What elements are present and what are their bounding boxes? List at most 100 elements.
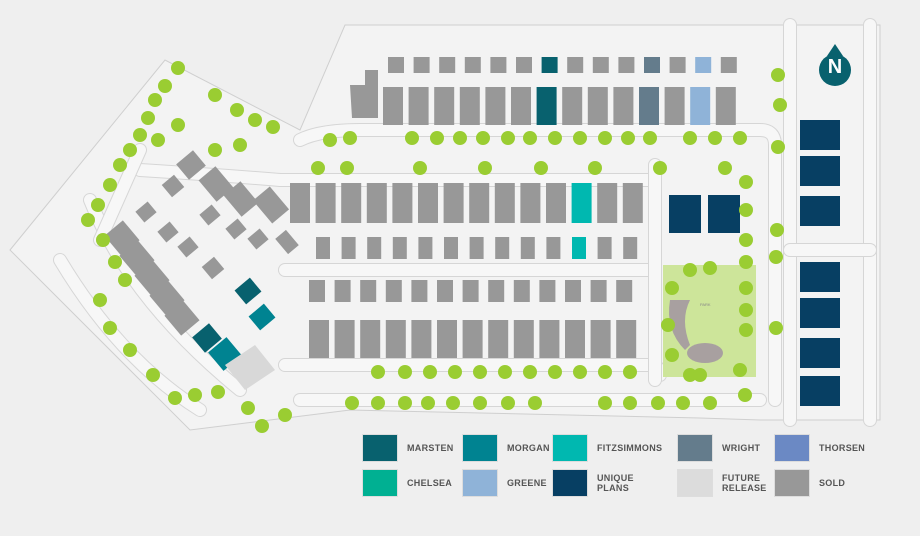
tree-icon <box>158 79 172 93</box>
lot-mid_houses-2 <box>315 183 336 223</box>
lot-unique-east-3 <box>800 196 840 226</box>
lot-top_houses-4 <box>459 87 480 125</box>
lot-unique-center-2 <box>708 195 740 233</box>
tree-icon <box>345 396 359 410</box>
lot-mid_houses-14 <box>622 183 643 223</box>
legend-label: FITZSIMMONS <box>597 443 663 453</box>
lot-top_houses-2 <box>408 87 429 125</box>
lot-west-8 <box>247 228 269 250</box>
tree-icon <box>211 385 225 399</box>
lot-low_garages-6 <box>437 280 453 302</box>
tree-icon <box>398 396 412 410</box>
lot-low_houses-2 <box>334 320 355 358</box>
legend-label: CHELSEA <box>407 478 453 488</box>
lot-top_houses-5 <box>485 87 506 125</box>
lot-mid_garages-4 <box>392 237 407 259</box>
plaza <box>687 343 723 363</box>
lot-mid_houses-1 <box>290 183 310 223</box>
lot-top_garages-8 <box>567 57 584 73</box>
legend-item-morgan: MORGAN <box>462 434 550 462</box>
lot-mid_garages-9 <box>520 237 535 259</box>
tree-icon <box>623 396 637 410</box>
lot-unique-east-2 <box>800 156 840 186</box>
tree-icon <box>241 401 255 415</box>
lot-low_garages-12 <box>590 280 607 302</box>
tree-icon <box>739 203 753 217</box>
lot-top_houses-3 <box>434 87 455 125</box>
tree-icon <box>501 396 515 410</box>
tree-icon <box>623 365 637 379</box>
lot-top_garages-5 <box>490 57 507 73</box>
lot-top_houses-9 <box>587 87 608 125</box>
lot-top_garages-14 <box>720 57 737 73</box>
tree-icon <box>598 396 612 410</box>
tree-icon <box>771 68 785 82</box>
lot-top_houses-12 <box>664 87 685 125</box>
tree-icon <box>208 143 222 157</box>
tree-icon <box>573 131 587 145</box>
lot-top_garages-6 <box>516 57 532 73</box>
tree-icon <box>148 93 162 107</box>
tree-icon <box>708 131 722 145</box>
lot-mid_houses-12 <box>571 183 592 223</box>
lot-low_houses-9 <box>513 320 534 358</box>
lot-low_houses-6 <box>437 320 457 358</box>
tree-icon <box>168 391 182 405</box>
legend-label: THORSEN <box>819 443 866 453</box>
lot-top_garages-3 <box>439 57 456 73</box>
lot-low_houses-5 <box>411 320 432 358</box>
legend-label: GREENE <box>507 478 547 488</box>
tree-icon <box>769 321 783 335</box>
lot-mid_garages-3 <box>367 237 382 259</box>
tree-icon <box>96 233 110 247</box>
tree-icon <box>423 365 437 379</box>
tree-icon <box>371 396 385 410</box>
lot-mid_houses-13 <box>597 183 618 223</box>
tree-icon <box>113 158 127 172</box>
tree-icon <box>188 388 202 402</box>
lot-west-9 <box>275 229 299 255</box>
tree-icon <box>430 131 444 145</box>
tree-icon <box>769 250 783 264</box>
tree-icon <box>171 61 185 75</box>
amenity-building <box>225 345 275 390</box>
tree-icon <box>171 118 185 132</box>
tree-icon <box>523 365 537 379</box>
tree-icon <box>534 161 548 175</box>
tree-icon <box>133 128 147 142</box>
lot-low_houses-8 <box>488 320 509 358</box>
lot-low_garages-10 <box>539 280 556 302</box>
tree-icon <box>478 161 492 175</box>
lot-mid_garages-2 <box>341 237 356 259</box>
legend-label: FUTURE RELEASE <box>722 473 767 493</box>
lot-west-16 <box>157 221 179 243</box>
legend-swatch <box>462 434 498 462</box>
tree-icon <box>448 365 462 379</box>
lot-low_garages-5 <box>411 280 428 302</box>
lot-top_garages-9 <box>592 57 609 73</box>
tree-icon <box>340 161 354 175</box>
tree-icon <box>528 396 542 410</box>
tree-icon <box>683 368 697 382</box>
legend-swatch <box>362 434 398 462</box>
tree-icon <box>146 368 160 382</box>
lot-unique-east-6 <box>800 338 840 368</box>
tree-icon <box>248 113 262 127</box>
tree-icon <box>473 396 487 410</box>
tree-icon <box>398 365 412 379</box>
lot-top_garages-13 <box>695 57 712 73</box>
tree-icon <box>598 365 612 379</box>
north-arrow-icon: N <box>818 44 852 88</box>
legend-item-unique: UNIQUE PLANS <box>552 469 667 497</box>
lot-1 <box>350 70 378 118</box>
legend-label: MORGAN <box>507 443 550 453</box>
tree-icon <box>683 131 697 145</box>
legend-swatch <box>677 434 713 462</box>
lot-top_houses-14 <box>715 87 736 125</box>
lot-mid_garages-10 <box>546 237 561 259</box>
legend-item-chelsea: CHELSEA <box>362 469 452 497</box>
tree-icon <box>266 120 280 134</box>
legend-swatch <box>774 434 810 462</box>
tree-icon <box>733 363 747 377</box>
lot-top_houses-10 <box>613 87 634 125</box>
